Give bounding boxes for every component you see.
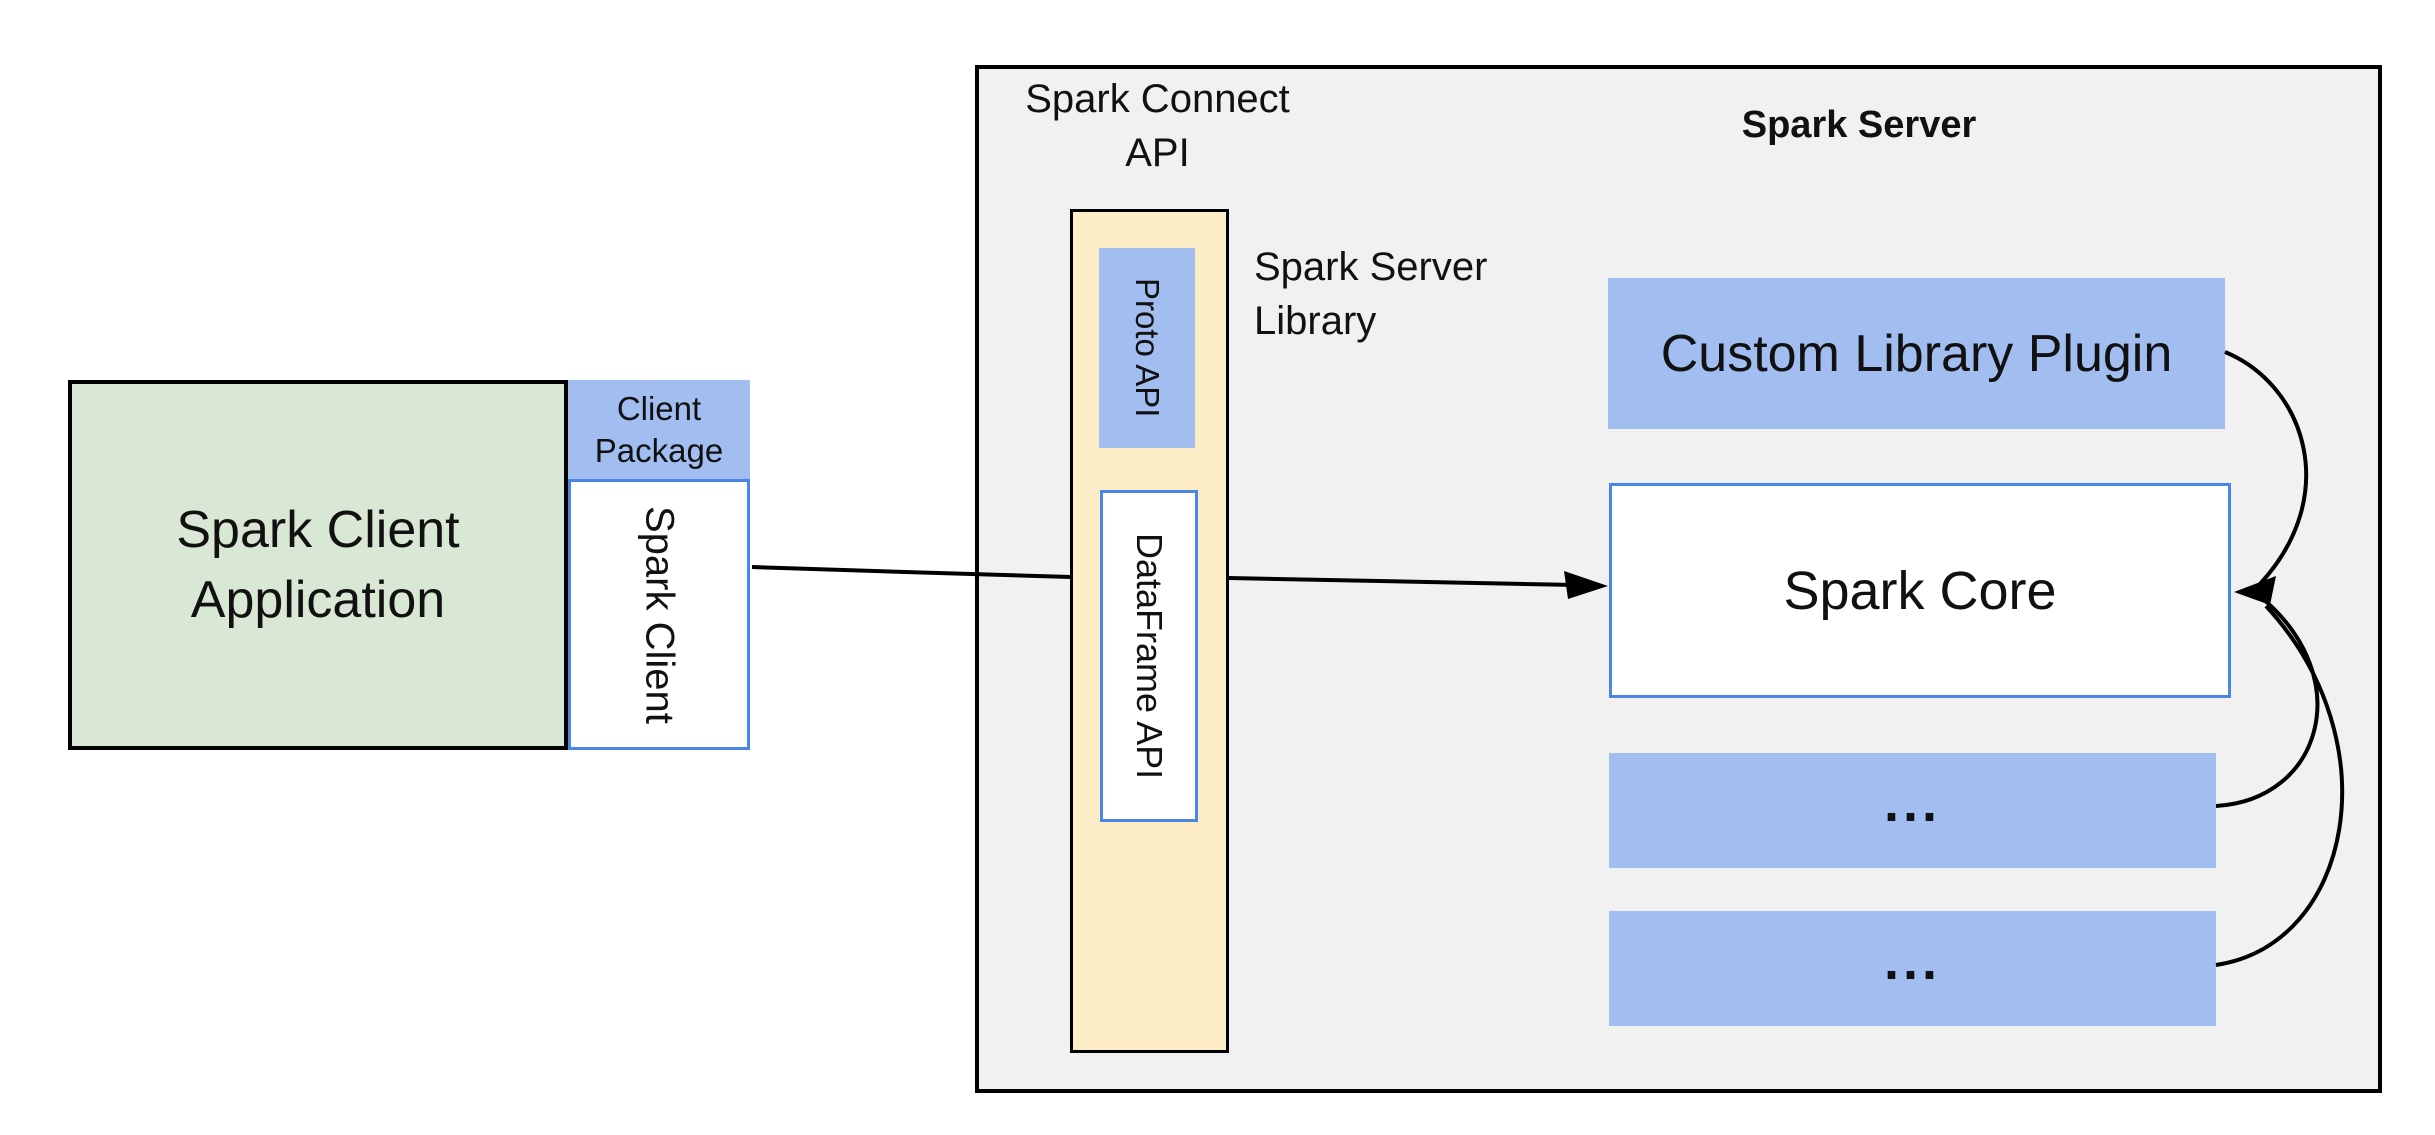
client-package-box: Client Package <box>568 380 750 479</box>
spark-client-box: Spark Client <box>568 479 750 750</box>
spark-client-application-box: Spark Client Application <box>68 380 568 750</box>
more-plugins-top-label: ... <box>1883 772 1941 833</box>
custom-library-plugin-box: Custom Library Plugin <box>1608 278 2225 429</box>
custom-library-plugin-label: Custom Library Plugin <box>1660 324 2173 383</box>
spark-core-box: Spark Core <box>1609 483 2231 698</box>
proto-api-box: Proto API <box>1099 248 1195 448</box>
spark-connect-api-title-line1: Spark Connect <box>1025 77 1290 121</box>
dataframe-api-label: DataFrame API <box>1129 532 1170 780</box>
spark-server-title: Spark Server <box>1741 104 1977 146</box>
spark-connect-api-title-line2: API <box>1125 131 1190 175</box>
more-plugins-box-top: ... <box>1609 753 2216 868</box>
more-plugins-bottom-label: ... <box>1883 930 1941 991</box>
spark-server-library-label-line1: Spark Server <box>1254 245 1488 289</box>
spark-server-library-label: Spark Server Library <box>1254 240 1674 348</box>
spark-server-library-label-line2: Library <box>1254 299 1377 343</box>
dataframe-api-box: DataFrame API <box>1100 490 1198 822</box>
proto-api-label: Proto API <box>1129 278 1166 418</box>
client-package-label-line1: Client <box>616 389 702 427</box>
spark-client-label: Spark Client <box>637 505 682 724</box>
spark-connect-api-title: Spark Connect API <box>975 72 1340 180</box>
more-plugins-box-bottom: ... <box>1609 911 2216 1026</box>
client-package-label-line2: Package <box>594 431 724 469</box>
spark-client-application-label-line2: Application <box>190 571 446 629</box>
spark-client-application-label-line1: Spark Client <box>176 501 460 559</box>
spark-core-label: Spark Core <box>1783 560 2057 621</box>
